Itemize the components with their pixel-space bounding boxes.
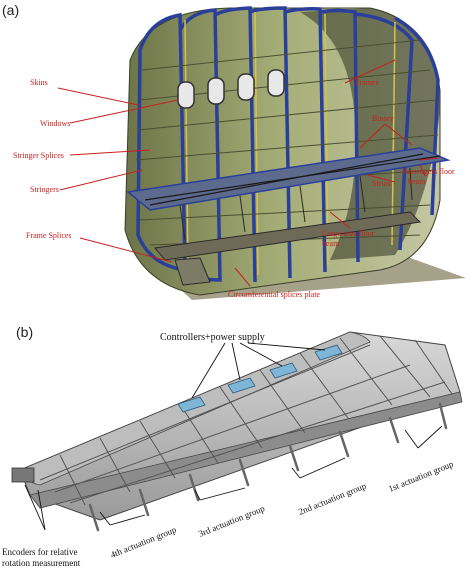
label-frame-splices: Frame Splices: [26, 231, 72, 240]
actuator-arms: [88, 402, 448, 532]
cargo-floor: [154, 211, 422, 261]
label-group-4: 4th actuation group: [109, 524, 178, 560]
encoder-block: [11, 467, 35, 483]
label-controllers: Controllers+power supply: [160, 332, 265, 343]
circumferential-splice-plate: [174, 257, 211, 286]
window-4: [267, 69, 285, 97]
floor-beams: [144, 153, 441, 206]
panel-b-leaders: [24, 342, 443, 531]
label-binary: Binary: [372, 114, 394, 123]
panel-b: (b): [2, 324, 463, 568]
label-circumferential-splices-plate: Circumferential splices plate: [228, 290, 320, 299]
wing-ribs: [59, 335, 453, 506]
struts-group: [179, 167, 413, 241]
controller-box-3: [269, 362, 298, 379]
label-passengers-floor-beam: Passengers floor beam: [402, 167, 457, 186]
window-3: [237, 73, 255, 101]
label-cargo-area-floor-beam: Cargo area floor beam: [322, 229, 376, 248]
label-stringers: Stringers: [30, 185, 59, 194]
label-skins: Skins: [30, 78, 48, 87]
panel-a: (a): [2, 2, 466, 300]
controller-box-1: [177, 396, 206, 413]
label-frames: Frames: [355, 78, 379, 87]
label-stringer-splices: Stringer Splices: [13, 151, 64, 160]
panel-a-leaders: [57, 59, 439, 287]
window-2: [207, 77, 225, 105]
wing-trailing-edge: [29, 391, 463, 509]
panel-b-tag: (b): [16, 324, 33, 340]
label-group-3: 3rd actuation group: [197, 503, 267, 539]
label-struts: Struts: [372, 179, 391, 188]
label-windows: Windows: [40, 119, 70, 128]
windows-group: [177, 69, 285, 109]
controller-boxes: [177, 344, 343, 413]
wing-spars: [39, 344, 446, 504]
label-encoders: Encoders for relative rotation measureme…: [2, 547, 81, 568]
fuselage-interior: [300, 8, 441, 260]
controller-box-2: [227, 377, 256, 394]
panel-a-tag: (a): [2, 2, 19, 18]
controller-box-4: [314, 344, 343, 361]
label-group-1: 1st actuation group: [387, 459, 455, 494]
label-group-2: 2nd actuation group: [297, 480, 368, 516]
window-1: [177, 81, 195, 109]
